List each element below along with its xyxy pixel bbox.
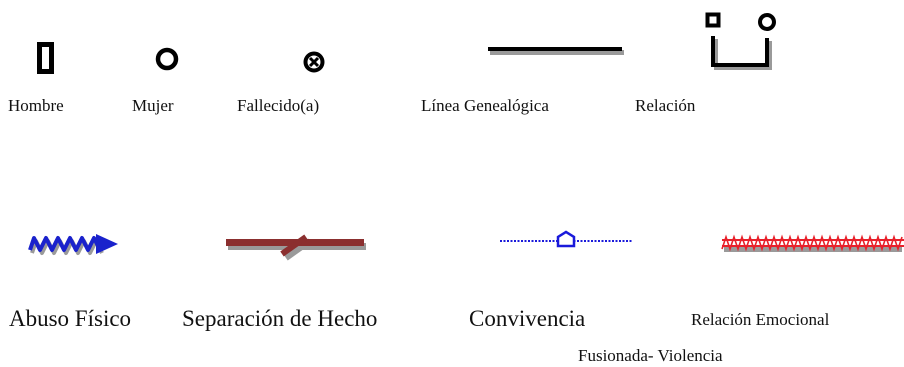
cohabitation-line-icon	[500, 230, 632, 248]
label-fused-violence: Fusionada- Violencia	[578, 346, 723, 365]
label-male: Hombre	[8, 96, 64, 115]
separation-line-icon	[226, 234, 366, 261]
zigzag-arrow-icon	[28, 234, 118, 255]
label-emotional-relation: Relación Emocional	[691, 310, 830, 329]
label-relation: Relación	[635, 96, 696, 115]
square-icon	[37, 42, 54, 74]
relationship-connector-icon	[705, 12, 776, 70]
circle-icon	[155, 47, 179, 71]
label-lineage: Línea Genealógica	[421, 96, 549, 115]
line-icon	[488, 47, 624, 55]
label-physical-abuse: Abuso Físico	[9, 306, 132, 331]
label-separation: Separación de Hecho	[182, 306, 378, 331]
crossed-circle-icon	[303, 51, 325, 73]
label-cohabitation: Convivencia	[469, 306, 586, 331]
fused-violence-line-icon	[721, 234, 904, 252]
label-deceased: Fallecido(a)	[237, 96, 320, 115]
label-female: Mujer	[132, 96, 174, 115]
